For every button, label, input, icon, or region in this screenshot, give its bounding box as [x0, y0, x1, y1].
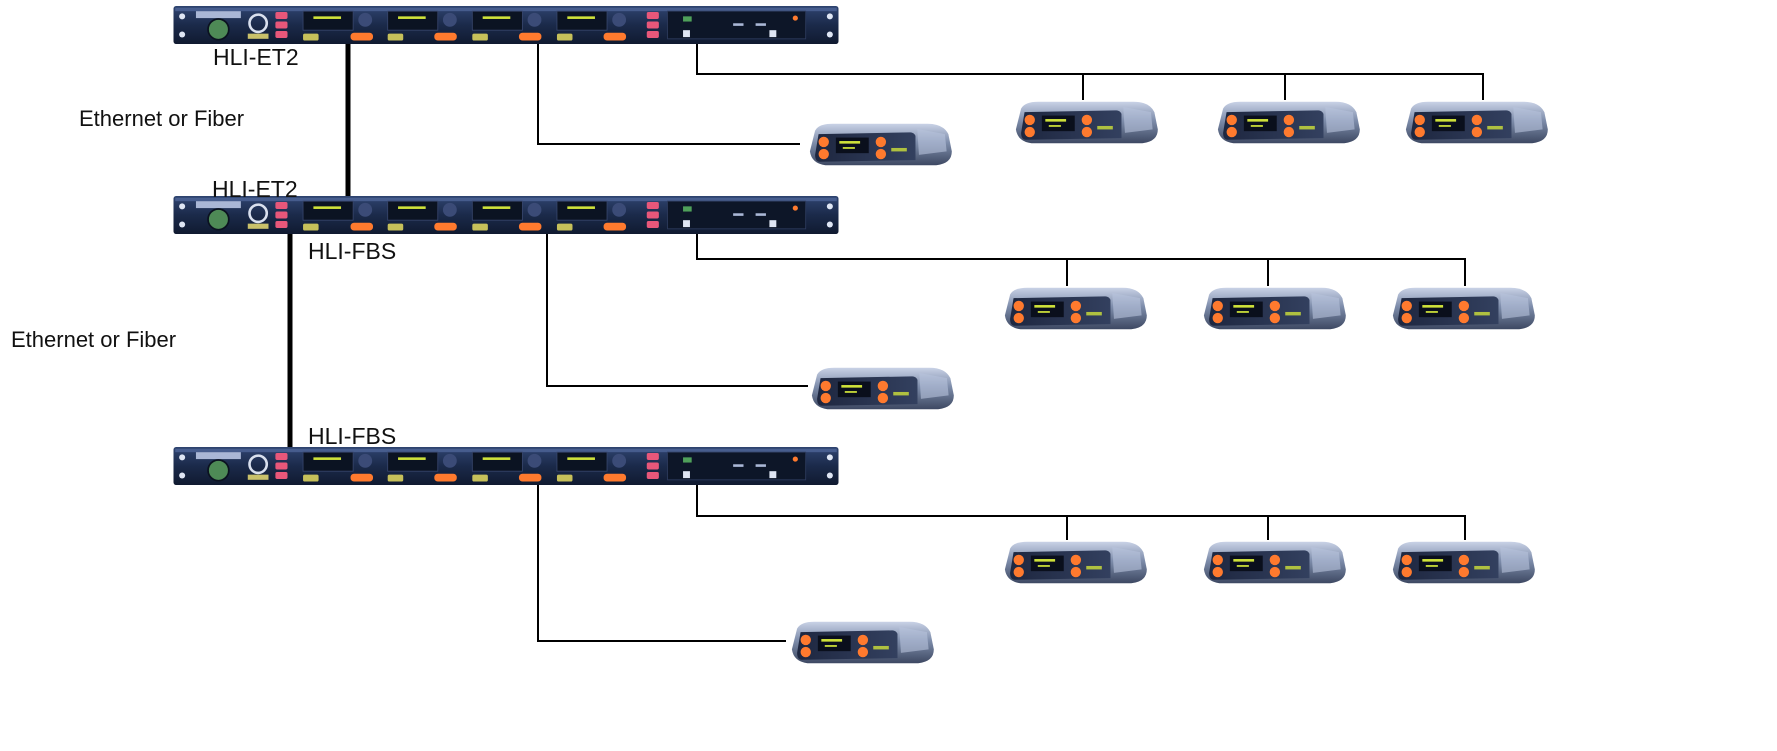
link-middle-to-beltpack-row [696, 233, 1466, 286]
link-label-top: Ethernet or Fiber [79, 106, 245, 131]
unit-label-middle-upper: HLI-ET2 [212, 176, 298, 202]
link-bottom-to-beltpack-row [696, 484, 1466, 540]
rack-unit-icon-bottom [172, 447, 840, 485]
beltpack-icon [811, 367, 954, 410]
unit-label-top: HLI-ET2 [213, 44, 299, 70]
link-top-to-beltpack-single [537, 42, 800, 145]
beltpack-icon [1015, 101, 1158, 144]
beltpack-icon [791, 621, 934, 664]
beltpack-icon [1392, 287, 1535, 330]
link-bottom-to-beltpack-single [537, 484, 786, 642]
beltpack-icon [1217, 101, 1360, 144]
link-middle-to-beltpack-single [546, 233, 808, 387]
beltpack-icon [809, 123, 952, 166]
beltpacks-bottom [791, 541, 1535, 664]
link-top-to-beltpack-row [696, 42, 1484, 100]
unit-label-bottom: HLI-FBS [308, 423, 397, 449]
beltpack-icon [1004, 541, 1147, 584]
connection-lines [287, 42, 1484, 642]
beltpack-icon [1392, 541, 1535, 584]
rack-unit-icon-top [172, 6, 840, 44]
beltpack-icon [1004, 287, 1147, 330]
beltpacks-middle [811, 287, 1535, 410]
beltpack-icon [1405, 101, 1548, 144]
unit-label-middle-lower: HLI-FBS [308, 238, 397, 264]
beltpacks-top [809, 101, 1548, 166]
beltpack-icon [1203, 287, 1346, 330]
beltpack-icon [1203, 541, 1346, 584]
link-label-bottom: Ethernet or Fiber [11, 327, 177, 352]
